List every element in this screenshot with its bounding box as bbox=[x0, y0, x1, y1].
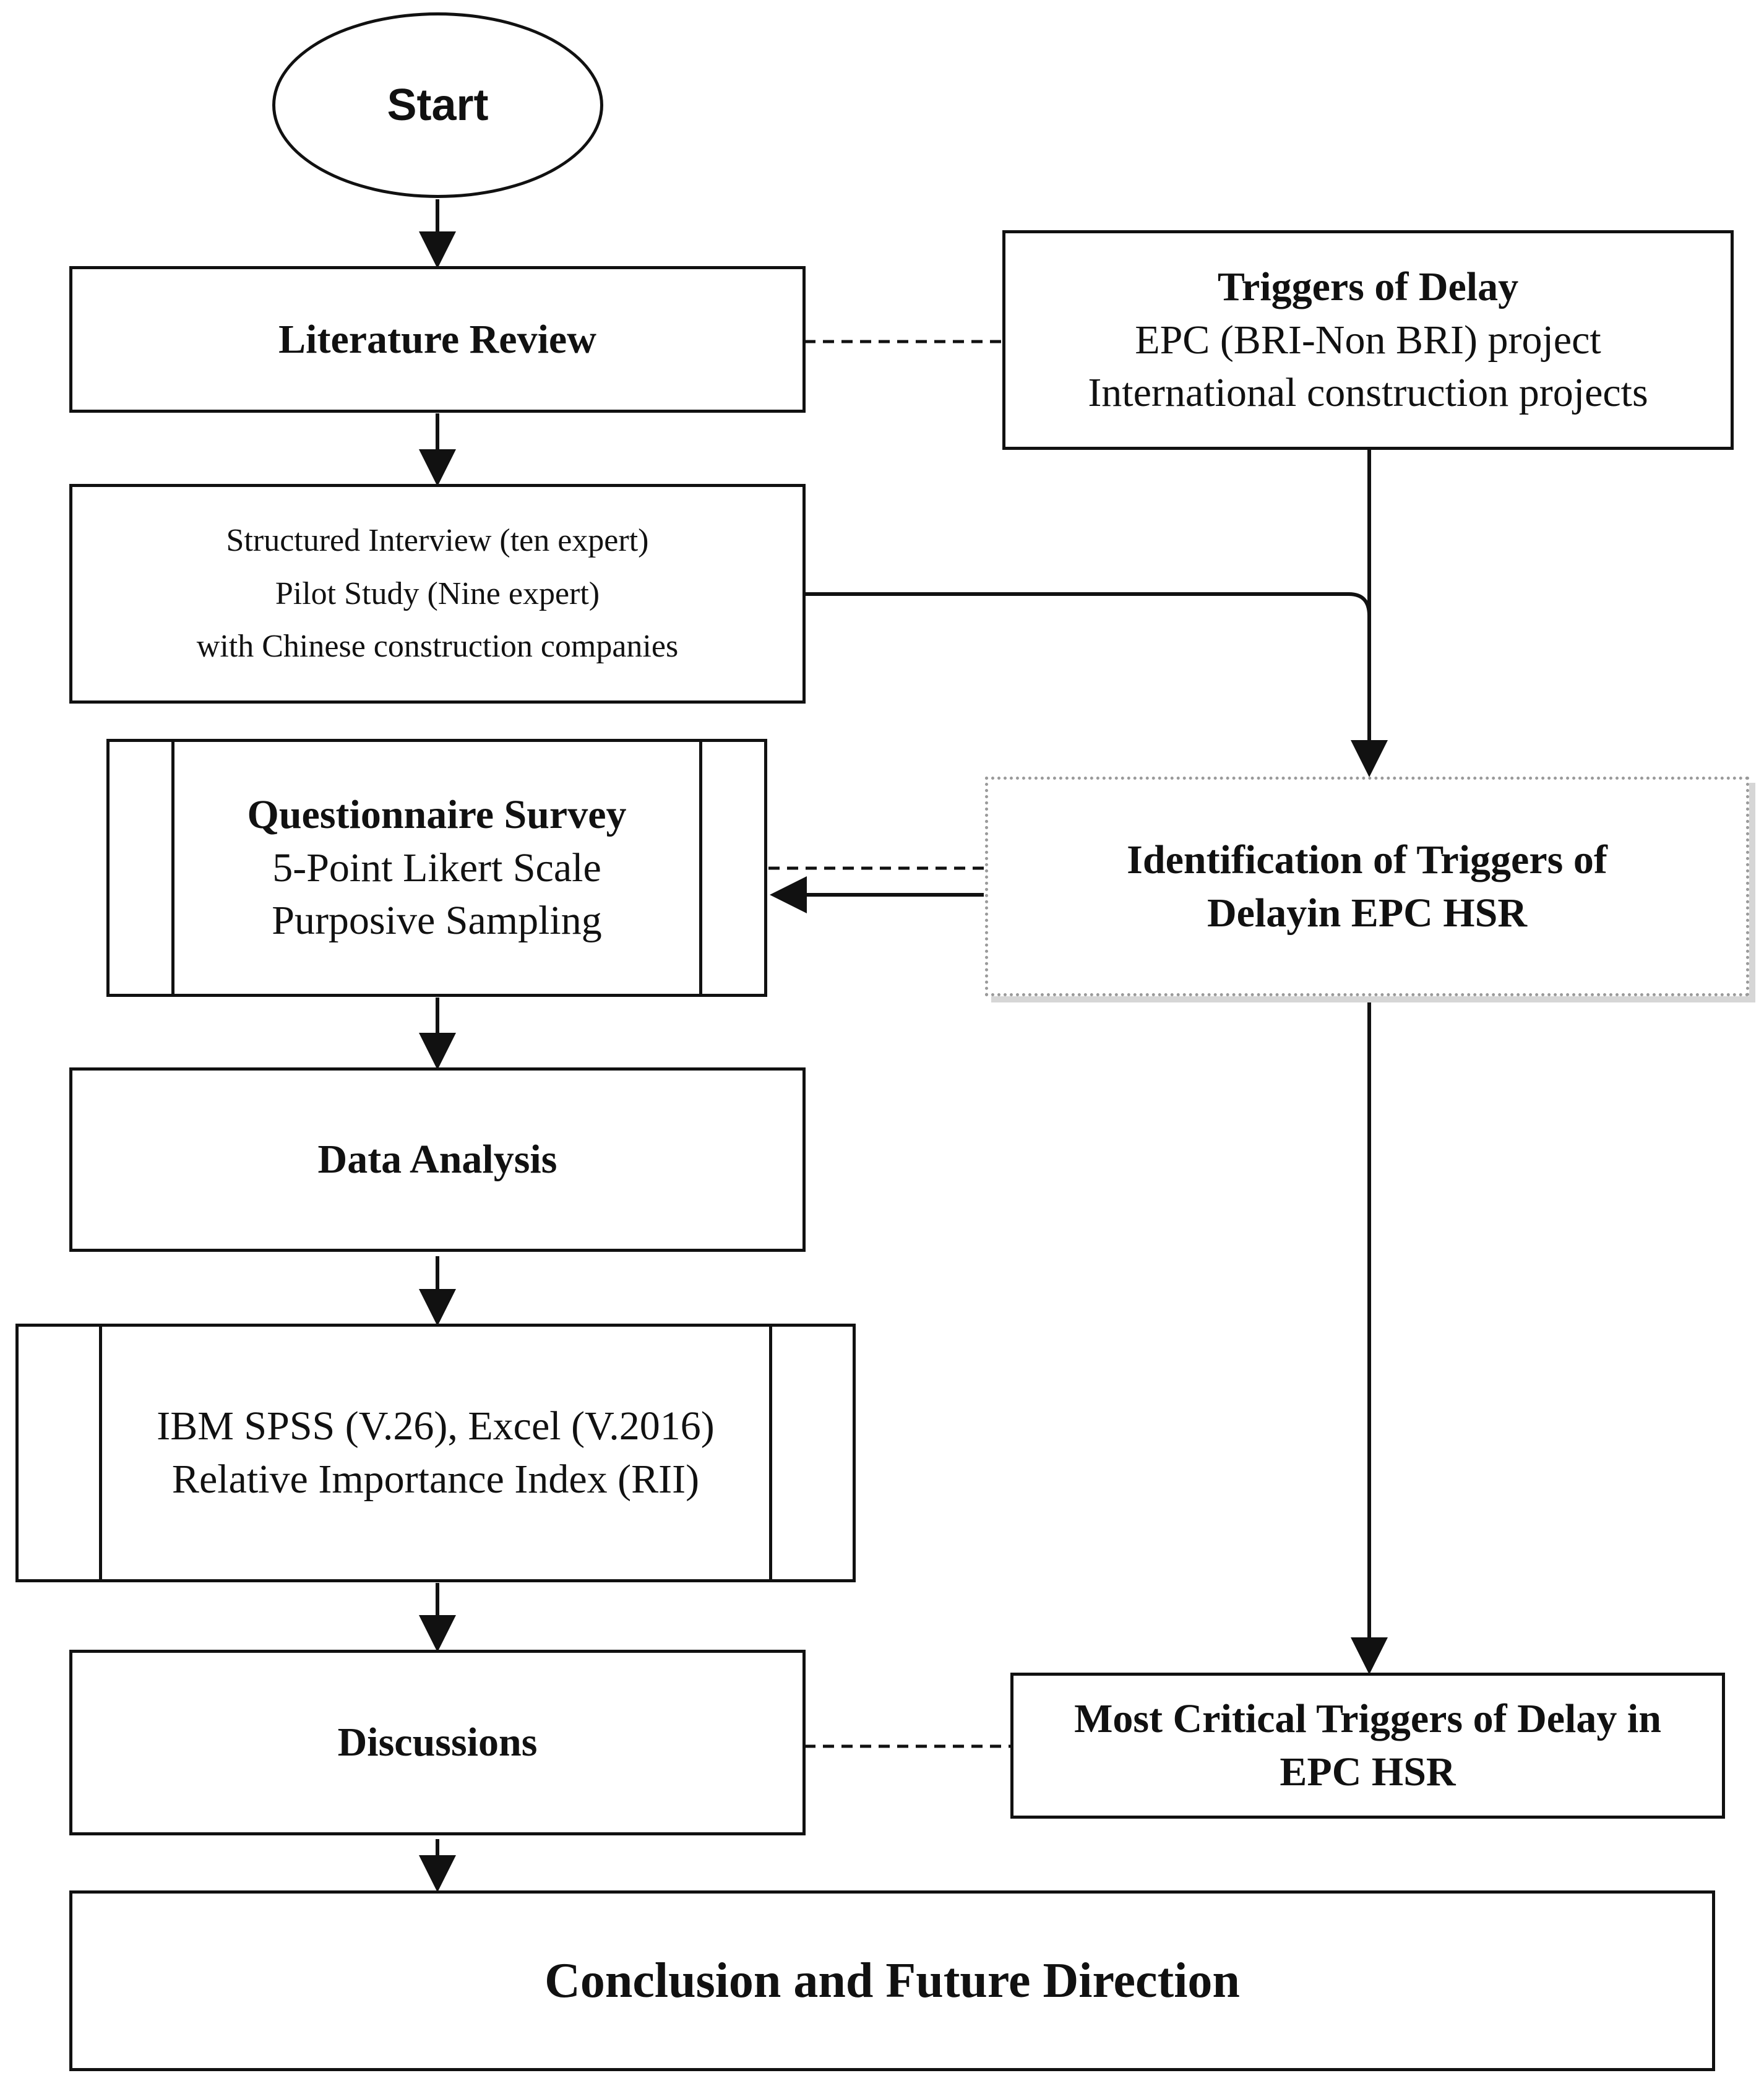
triggers-line-1: EPC (BRI-Non BRI) project bbox=[1135, 317, 1601, 363]
questionnaire-left-bar bbox=[171, 742, 174, 994]
conclusion-label: Conclusion and Future Direction bbox=[544, 1954, 1240, 2008]
start-label: Start bbox=[387, 80, 489, 130]
tools-box: IBM SPSS (V.26), Excel (V.2016) Relative… bbox=[15, 1324, 856, 1582]
literature-review-label: Literature Review bbox=[278, 316, 596, 362]
identification-line-2: Delayin EPC HSR bbox=[1207, 890, 1528, 936]
questionnaire-box: Questionnaire Survey 5-Point Likert Scal… bbox=[106, 739, 767, 997]
interview-box: Structured Interview (ten expert) Pilot … bbox=[69, 484, 806, 704]
triggers-line-2: International construction projects bbox=[1088, 370, 1648, 416]
interview-line-3: with Chinese construction companies bbox=[196, 629, 679, 665]
questionnaire-title: Questionnaire Survey bbox=[247, 791, 627, 837]
triggers-box: Triggers of Delay EPC (BRI-Non BRI) proj… bbox=[1002, 230, 1734, 450]
arrow-interview-to-identification bbox=[802, 592, 1371, 616]
questionnaire-line-2: Purposive Sampling bbox=[272, 898, 602, 944]
critical-line-2: EPC HSR bbox=[1280, 1749, 1456, 1795]
discussions-box: Discussions bbox=[69, 1650, 806, 1835]
questionnaire-right-bar bbox=[699, 742, 702, 994]
critical-triggers-box: Most Critical Triggers of Delay in EPC H… bbox=[1010, 1673, 1725, 1819]
interview-line-1: Structured Interview (ten expert) bbox=[226, 522, 649, 558]
tools-right-bar bbox=[769, 1327, 772, 1579]
conclusion-box: Conclusion and Future Direction bbox=[69, 1890, 1715, 2071]
start-node: Start bbox=[272, 12, 603, 198]
questionnaire-line-1: 5-Point Likert Scale bbox=[272, 845, 601, 890]
data-analysis-box: Data Analysis bbox=[69, 1067, 806, 1252]
tools-line-2: Relative Importance Index (RII) bbox=[171, 1457, 700, 1502]
discussions-label: Discussions bbox=[337, 1720, 538, 1765]
literature-review-box: Literature Review bbox=[69, 266, 806, 413]
identification-box: Identification of Triggers of Delayin EP… bbox=[985, 777, 1749, 996]
identification-line-1: Identification of Triggers of bbox=[1127, 837, 1607, 882]
interview-line-2: Pilot Study (Nine expert) bbox=[275, 575, 600, 611]
tools-left-bar bbox=[99, 1327, 102, 1579]
critical-line-1: Most Critical Triggers of Delay in bbox=[1074, 1696, 1661, 1742]
data-analysis-label: Data Analysis bbox=[317, 1137, 557, 1183]
triggers-title: Triggers of Delay bbox=[1217, 264, 1519, 309]
tools-line-1: IBM SPSS (V.26), Excel (V.2016) bbox=[157, 1403, 715, 1449]
